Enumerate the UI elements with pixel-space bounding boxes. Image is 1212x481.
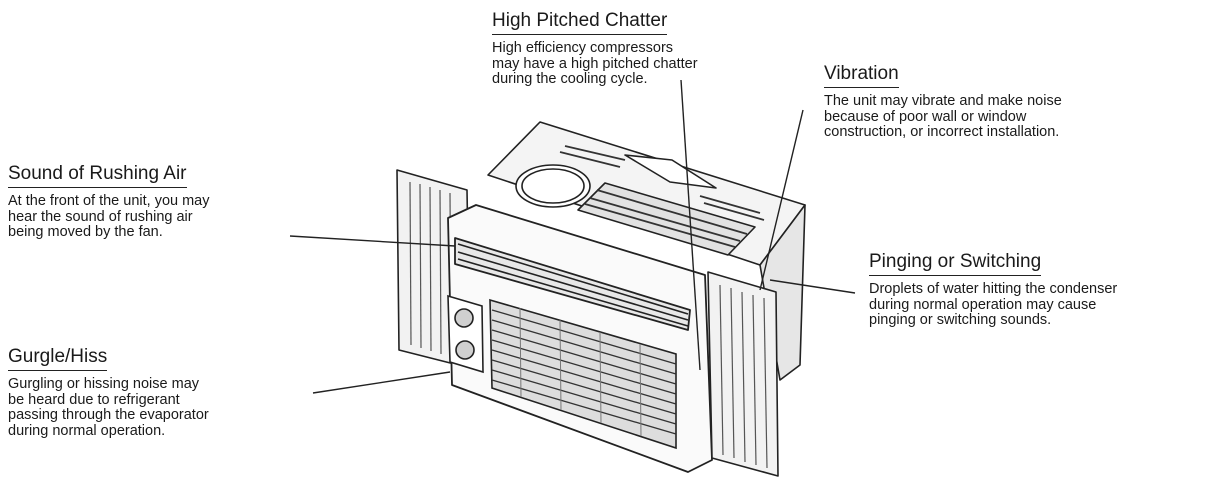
callout-pinging-or-switching: Pinging or Switching Droplets of water h… <box>869 251 1117 329</box>
leader-line-gurgle <box>312 371 451 394</box>
callout-description: Gurgling or hissing noise may be heard d… <box>8 376 209 439</box>
leader-line-rushing-air <box>289 235 456 247</box>
leader-line-chatter <box>680 79 701 371</box>
callout-title: Vibration <box>824 63 899 88</box>
callout-title: High Pitched Chatter <box>492 10 668 35</box>
leader-line-vibration <box>759 109 804 291</box>
callout-description: Droplets of water hitting the condenser … <box>869 281 1118 328</box>
callout-description: At the front of the unit, you may hear t… <box>8 193 210 240</box>
callout-title: Gurgle/Hiss <box>8 346 108 371</box>
callout-title: Sound of Rushing Air <box>8 163 187 188</box>
leader-line-pinging <box>769 279 856 294</box>
callout-description: High efficiency compressors may have a h… <box>492 40 698 87</box>
callout-description: The unit may vibrate and make noise beca… <box>824 93 1062 140</box>
callout-gurgle-hiss: Gurgle/Hiss Gurgling or hissing noise ma… <box>8 346 209 439</box>
callout-rushing-air: Sound of Rushing Air At the front of the… <box>8 163 210 241</box>
callout-title: Pinging or Switching <box>869 251 1042 276</box>
callout-high-pitched-chatter: High Pitched Chatter High efficiency com… <box>492 10 698 88</box>
callout-vibration: Vibration The unit may vibrate and make … <box>824 63 1062 141</box>
